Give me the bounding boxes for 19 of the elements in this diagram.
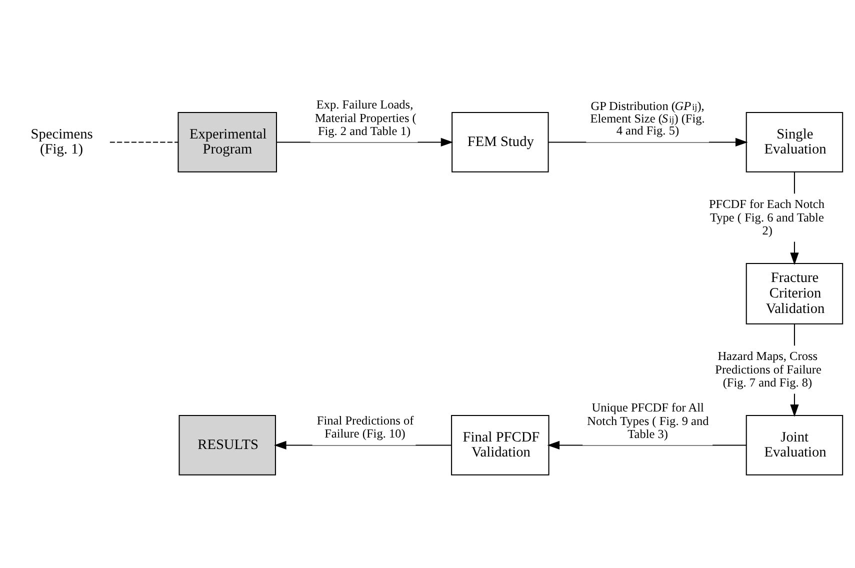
arrow [274, 440, 451, 450]
arrow [276, 137, 453, 146]
connector [109, 141, 178, 142]
edge-label: Exp. Failure Loads, Material Properties ( Fig. 2 and Table 1) [314, 97, 416, 138]
node-box: RESULTS [178, 414, 276, 475]
node-box: Single Evaluation [745, 112, 843, 172]
node-box: Fracture Criterion Validation [745, 262, 843, 324]
edge-label: GP Distribution (GPij), Element Size (Sij) (Fig. 4 and Fig. 5) [590, 98, 704, 138]
node-box: FEM Study [451, 112, 548, 172]
node-box: Final PFCDF Validation [450, 414, 549, 475]
arrow [548, 137, 748, 146]
edge-label: Final Predictions of Failure (Fig. 10) [316, 412, 414, 440]
node-box: Joint Evaluation [745, 414, 843, 475]
node-box: Experimental Program [177, 112, 276, 172]
edge-label: PFCDF for Each Notch Type ( Fig. 6 and Table 2) [708, 196, 824, 238]
edge-label: Hazard Maps, Cross Predictions of Failure (Fig. 7 and Fig. 8) [714, 348, 821, 390]
node-text: Specimens (Fig. 1) [30, 126, 92, 158]
edge-label: Unique PFCDF for All Notch Types ( Fig. 9 and Table 3) [586, 400, 708, 441]
arrow [546, 440, 746, 450]
